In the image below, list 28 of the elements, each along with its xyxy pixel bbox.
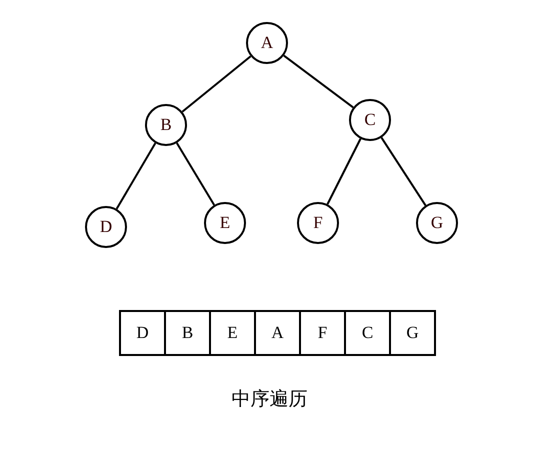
array-cell: C: [344, 312, 389, 354]
array-cell: E: [209, 312, 254, 354]
array-cell: G: [389, 312, 434, 354]
node-label: G: [430, 213, 444, 233]
tree-edge: [326, 138, 362, 205]
array-cell-text: D: [135, 322, 150, 344]
tree-node-circle: [349, 99, 391, 141]
array-cell: B: [164, 312, 209, 354]
tree-node-circle: [297, 202, 339, 244]
array-cell: A: [254, 312, 299, 354]
tree-edge: [380, 137, 426, 206]
node-label: B: [160, 115, 172, 135]
tree-node-circle: [145, 104, 187, 146]
node-label: F: [313, 213, 323, 233]
array-cell: F: [299, 312, 344, 354]
node-label: C: [364, 110, 376, 130]
tree-edge: [116, 142, 156, 210]
tree-node-circle: [246, 22, 288, 64]
tree-node-circle: [416, 202, 458, 244]
caption: 中序遍历: [230, 387, 308, 412]
node-label: D: [100, 217, 112, 237]
node-label: A: [260, 33, 274, 53]
tree-node-circle: [204, 202, 246, 244]
tree-edge: [283, 54, 354, 108]
tree-edge: [182, 55, 252, 113]
node-label: E: [220, 213, 230, 233]
tree-edge: [176, 142, 216, 206]
tree-node-circle: [85, 206, 127, 248]
